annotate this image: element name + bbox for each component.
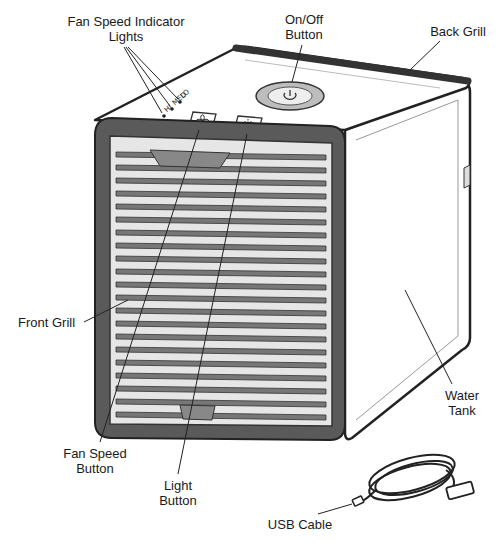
part-label: Light Button	[148, 478, 208, 508]
leader-line	[124, 47, 162, 113]
grill-slat	[116, 373, 326, 381]
grill-slat	[116, 399, 326, 407]
grill-slat	[116, 412, 326, 420]
cable-coil	[372, 454, 457, 502]
leader-line	[405, 290, 452, 384]
leader-line	[84, 300, 128, 322]
part-label: Back Grill	[418, 24, 498, 39]
grill-slat	[116, 230, 326, 238]
leader-line	[126, 47, 170, 106]
leader-line	[178, 134, 247, 474]
front-grill-panel	[110, 136, 332, 426]
part-label: Water Tank	[432, 388, 492, 418]
leader-line	[410, 41, 440, 70]
leader-line	[128, 47, 178, 99]
leader-line	[100, 130, 199, 442]
power-button	[268, 87, 312, 105]
leader-lines	[84, 41, 452, 514]
usb-plug	[446, 481, 474, 499]
tank-edge	[356, 100, 458, 420]
indicator-light	[162, 114, 166, 118]
back-grill-rim	[236, 48, 468, 81]
grill-slat	[116, 308, 326, 316]
power-button-ring	[256, 82, 324, 110]
grill-slat	[116, 217, 326, 225]
top-face	[95, 47, 469, 130]
grill-slats	[116, 152, 326, 420]
part-label: Fan Speed Button	[55, 446, 135, 476]
grill-slat	[116, 269, 326, 277]
grill-slat	[116, 178, 326, 186]
usb-cable-drawing	[360, 447, 459, 507]
part-label: Front Grill	[18, 315, 75, 330]
cable-plug	[352, 496, 364, 507]
power-icon	[289, 90, 290, 96]
grill-slat	[116, 347, 326, 355]
leader-line	[292, 45, 302, 82]
grill-slat	[116, 295, 326, 303]
cable-coil	[366, 457, 455, 508]
grill-foot	[180, 405, 215, 420]
grill-slat	[116, 191, 326, 199]
leader-line	[318, 504, 352, 514]
front-frame	[95, 118, 345, 440]
grill-slat	[116, 243, 326, 251]
grill-slat	[116, 204, 326, 212]
grill-slat	[116, 360, 326, 368]
part-label: On/Off Button	[272, 12, 336, 42]
grill-slat	[116, 386, 326, 394]
grill-slat	[116, 282, 326, 290]
part-label: Fan Speed Indicator Lights	[66, 14, 186, 44]
grill-slat	[116, 321, 326, 329]
part-label: USB Cable	[250, 517, 350, 532]
grill-slat	[116, 334, 326, 342]
tank-tab	[464, 165, 470, 188]
water-tank-side	[345, 84, 470, 439]
